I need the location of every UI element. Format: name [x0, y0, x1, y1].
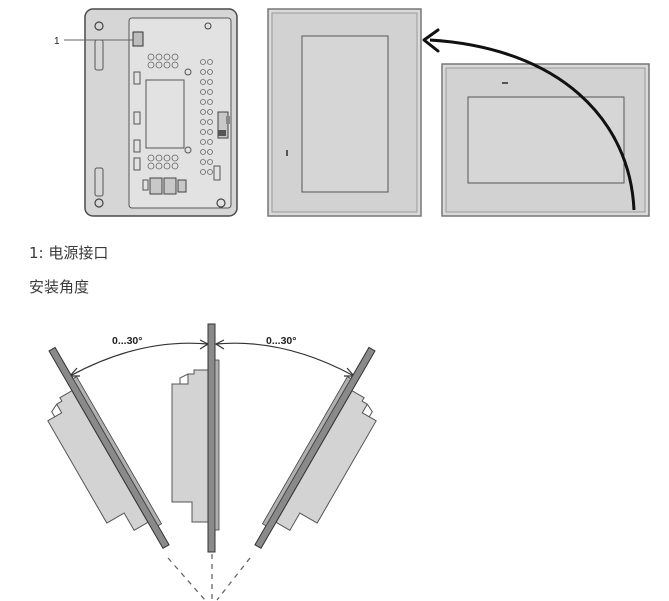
landscape-screen: [467, 96, 625, 184]
front-view-portrait: [267, 8, 422, 217]
rotation-arrow: [422, 28, 636, 211]
dashed-guides: [167, 554, 251, 601]
mounting-angle-figure: 0...30° 0...30°: [47, 323, 377, 601]
portrait-screen: [301, 35, 389, 193]
angle-right-label: 0...30°: [266, 335, 296, 347]
callout-label: 1: [54, 36, 60, 47]
panel-vertical: [171, 323, 220, 553]
caption-mounting-angle: 安装角度: [29, 278, 90, 296]
panel-tilted-left: [47, 346, 170, 550]
panel-tilted-right: [254, 346, 377, 550]
rear-inner-panel: [128, 17, 232, 209]
power-connector: [132, 31, 144, 47]
device-views-figure: 1: [54, 8, 650, 217]
angle-left-label: 0...30°: [112, 335, 142, 347]
panel-vertical-bezel: [207, 323, 216, 553]
front-view-landscape: [441, 63, 650, 217]
rear-view: 1: [54, 8, 238, 217]
caption-power-interface: 1: 电源接口: [29, 244, 109, 262]
